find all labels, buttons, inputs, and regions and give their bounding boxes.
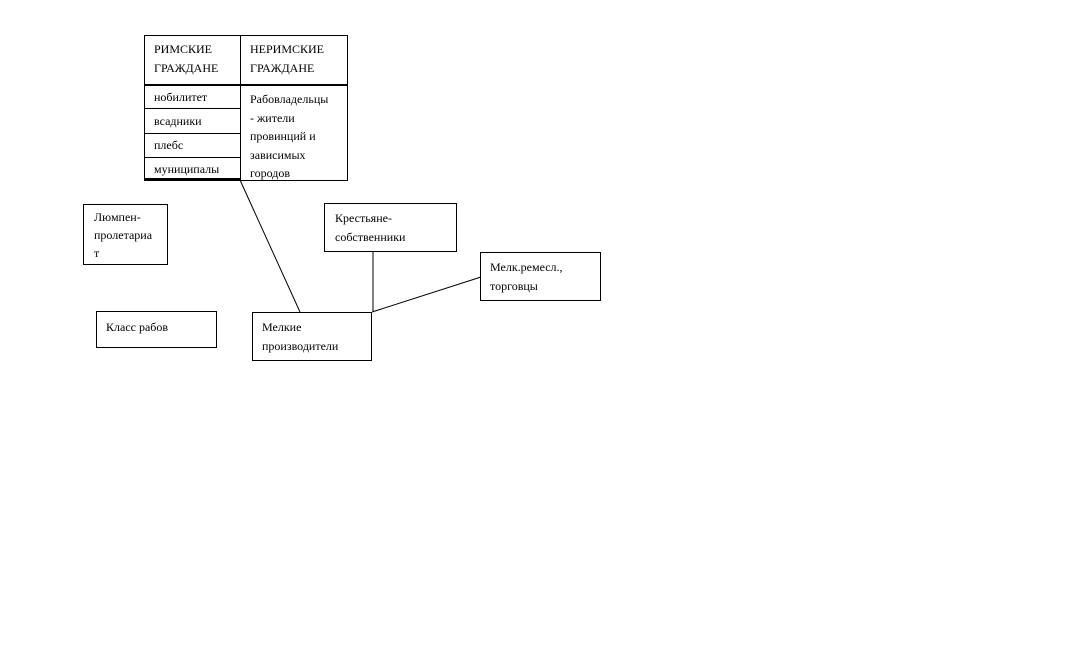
node-text-line: Люмпен- — [94, 210, 141, 224]
roman-row-municipals: муниципалы — [145, 158, 240, 178]
nonroman-text-line: - жители — [250, 110, 295, 125]
nonroman-text-line: провинций и — [250, 129, 316, 143]
node-text-line: Крестьяне- — [335, 211, 392, 225]
nonroman-header-line-1: НЕРИМСКИЕ — [250, 42, 325, 56]
roman-row-label: муниципалы — [154, 162, 220, 176]
roman-row-label: плебс — [154, 138, 184, 152]
roman-column-bottom-border — [145, 178, 241, 180]
connector-artisans-to-small-producers — [371, 276, 482, 313]
node-text-line: пролетариа — [94, 228, 153, 242]
node-text-line: Мелк.ремесл., — [490, 260, 563, 274]
nonroman-text-line: Рабовладельцы — [250, 92, 329, 106]
nonroman-description: Рабовладельцы - жители провинций и завис… — [241, 90, 347, 183]
roman-row-label: нобилитет — [154, 90, 208, 104]
node-text-line: собственники — [335, 230, 406, 244]
nonroman-citizens-header: НЕРИМСКИЕ ГРАЖДАНЕ — [241, 36, 347, 78]
roman-header-line-2: ГРАЖДАНЕ — [154, 61, 219, 75]
connector-table-to-small-producers — [239, 179, 301, 313]
node-text-line: производители — [262, 339, 339, 353]
nonroman-text-line: городов — [250, 166, 291, 180]
node-small-producers: Мелкие производители — [252, 312, 372, 361]
nonroman-header-line-2: ГРАЖДАНЕ — [250, 61, 315, 75]
node-peasant-owners: Крестьяне- собственники — [324, 203, 457, 252]
node-text-line: Класс рабов — [106, 320, 169, 334]
roman-row-label: всадники — [154, 114, 202, 128]
table-column-divider — [240, 36, 241, 180]
social-structure-table: РИМСКИЕ ГРАЖДАНЕ НЕРИМСКИЕ ГРАЖДАНЕ ноби… — [144, 35, 348, 181]
node-text-line: торговцы — [490, 279, 538, 293]
node-slave-class: Класс рабов — [96, 311, 217, 348]
roman-row-plebs: плебс — [145, 134, 240, 158]
roman-citizens-header: РИМСКИЕ ГРАЖДАНЕ — [145, 36, 240, 78]
node-lumpen-proletariat: Люмпен- пролетариа т — [83, 204, 168, 265]
roman-header-line-1: РИМСКИЕ — [154, 42, 213, 56]
roman-row-equestrians: всадники — [145, 110, 240, 134]
node-text-line: т — [94, 246, 100, 260]
node-artisans-traders: Мелк.ремесл., торговцы — [480, 252, 601, 301]
nonroman-text-line: зависимых — [250, 147, 306, 162]
node-text-line: Мелкие — [262, 320, 302, 334]
table-header-divider — [145, 84, 347, 86]
roman-row-nobility: нобилитет — [145, 86, 240, 109]
